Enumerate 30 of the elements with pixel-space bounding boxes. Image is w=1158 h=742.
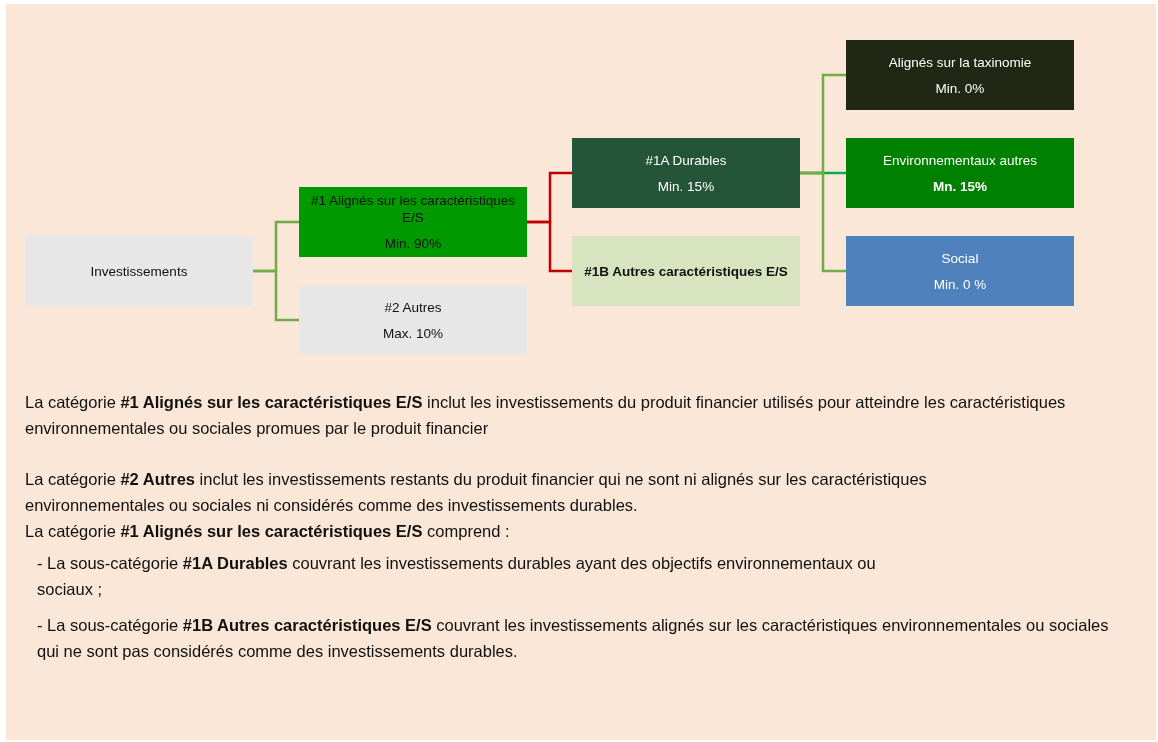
percentage-label: Max. 10% <box>383 324 443 342</box>
category-box <box>846 40 1074 110</box>
description-paragraph: - La sous-catégorie #1B Autres caractéristiques E/S couvrant les investissements alignés sur les caractéristiques environnementales ou sociales qui ne sont pas considérés comme des investissements durables. <box>36 615 1110 662</box>
category-box <box>299 187 527 257</box>
category-box <box>299 285 527 355</box>
description-paragraph: La catégorie #1 Alignés sur les caractéristiques E/S comprend : <box>25 521 511 542</box>
category-label: Social <box>941 249 979 267</box>
category-label: #1 Alignés sur les caractéristiques E/S <box>309 192 517 226</box>
connector-line <box>800 171 846 273</box>
category-box <box>846 236 1074 306</box>
percentage-label: Min. 0% <box>935 79 985 97</box>
description-paragraph: La catégorie #2 Autres inclut les investissements restants du produit financier qui ne sont ni alignés sur les caractéristiques environnementales ou sociales ni considérés comme des investissements durables. <box>25 469 928 516</box>
category-label: #2 Autres <box>384 298 442 316</box>
percentage-label: Min. 0 % <box>933 275 987 293</box>
category-label: Alignés sur la taxinomie <box>888 53 1032 71</box>
percentage-label: Mn. 15% <box>933 177 987 195</box>
connector-line <box>253 269 299 322</box>
category-box <box>572 138 800 208</box>
connector-line <box>527 220 572 273</box>
category-label: #1A Durables <box>645 151 727 169</box>
category-label: Environnementaux autres <box>883 151 1037 169</box>
category-box <box>572 236 800 306</box>
percentage-label: Min. 15% <box>657 177 715 195</box>
category-box <box>25 236 253 306</box>
percentage-label: Min. 90% <box>384 235 442 252</box>
description-paragraph: La catégorie #1 Alignés sur les caractéristiques E/S inclut les investissements du produit financier utilisés pour atteindre les caractéristiques environnementales ou sociales promues par le produit financier <box>25 392 1067 439</box>
category-label: #1B Autres caractéristiques E/S <box>584 262 788 280</box>
category-box <box>846 138 1074 208</box>
category-label: Investissements <box>90 262 188 280</box>
description-paragraph: - La sous-catégorie #1A Durables couvrant les investissements durables ayant des objectifs environnementaux ou sociaux ; <box>36 553 877 600</box>
